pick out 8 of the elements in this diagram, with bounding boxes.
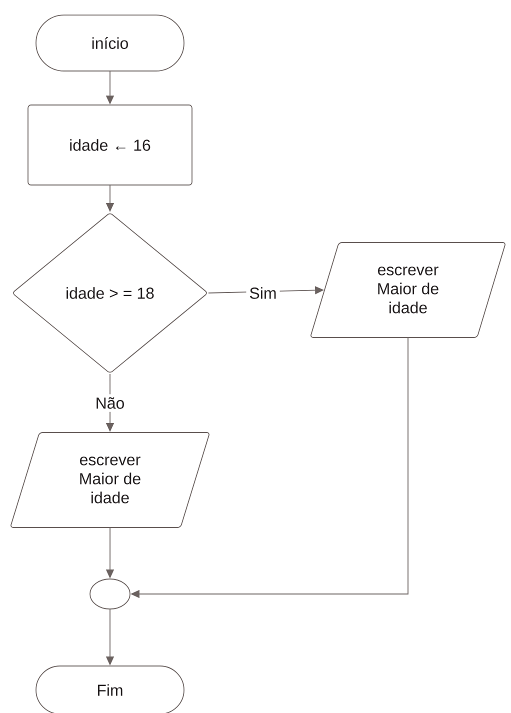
connector-circle bbox=[90, 578, 130, 610]
terminator-box: Fim bbox=[36, 666, 184, 713]
edge-label: Não bbox=[92, 394, 128, 412]
edge-label: Sim bbox=[246, 284, 280, 302]
terminator-box: início bbox=[36, 14, 184, 72]
process-box: idade ← 16 bbox=[28, 104, 192, 186]
output-parallelogram: escrever Maior de idade bbox=[310, 242, 506, 338]
output-parallelogram: escrever Maior de idade bbox=[10, 432, 210, 528]
